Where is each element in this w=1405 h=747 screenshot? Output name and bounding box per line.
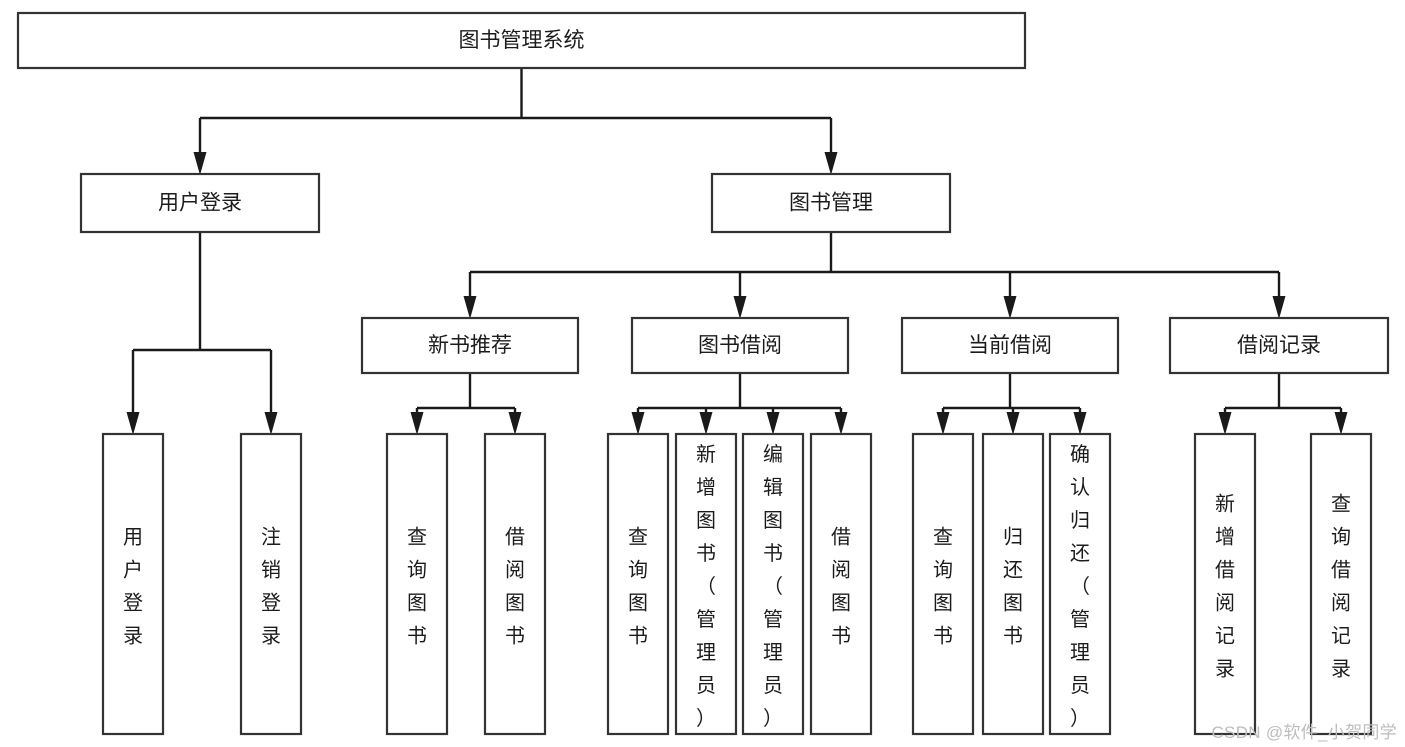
csdn-watermark: CSDN @软件_小贺同学 xyxy=(1211,723,1397,742)
diagram-node[interactable]: 新书推荐 xyxy=(360,316,580,375)
diagram-node[interactable]: 用户登录 xyxy=(101,432,165,736)
node-label: 图书管理系统 xyxy=(459,29,585,52)
arrow-head-icon xyxy=(193,152,207,175)
node-box[interactable] xyxy=(360,316,580,375)
diagram-node[interactable]: 查询图书 xyxy=(385,432,449,736)
node-label: 确认归还（管理员） xyxy=(1070,443,1090,730)
node-box[interactable] xyxy=(1309,432,1373,736)
node-label: 注销登录 xyxy=(261,526,281,648)
diagram-node[interactable]: 查询图书 xyxy=(911,432,975,736)
node-box[interactable] xyxy=(606,432,670,736)
arrow-head-icon xyxy=(936,412,950,435)
arrow-head-icon xyxy=(1218,412,1232,435)
node-box[interactable] xyxy=(239,432,303,736)
diagram-node[interactable]: 图书借阅 xyxy=(630,316,850,375)
arrow-head-icon xyxy=(766,412,780,435)
node-box[interactable] xyxy=(16,11,1027,70)
node-label: 新书推荐 xyxy=(428,334,512,357)
node-box[interactable] xyxy=(1193,432,1257,736)
diagram-node[interactable]: 图书管理系统 xyxy=(16,11,1027,70)
node-box[interactable] xyxy=(101,432,165,736)
arrow-head-icon xyxy=(834,412,848,435)
node-label: 查询借阅记录 xyxy=(1331,493,1351,681)
node-label: 当前借阅 xyxy=(968,334,1052,357)
diagram-node[interactable]: 用户登录 xyxy=(79,172,321,234)
diagram-node[interactable]: 借阅图书 xyxy=(483,432,547,736)
diagram-node[interactable]: 新增借阅记录 xyxy=(1193,432,1257,736)
node-label: 用户登录 xyxy=(123,527,143,648)
diagram-node[interactable]: 新增图书（管理员） xyxy=(674,432,738,736)
node-box[interactable] xyxy=(630,316,850,375)
node-label: 新增图书（管理员） xyxy=(696,443,716,730)
diagram-node[interactable]: 当前借阅 xyxy=(900,316,1120,375)
arrow-head-icon xyxy=(264,412,278,435)
diagram-node[interactable]: 确认归还（管理员） xyxy=(1048,432,1112,736)
node-label: 借阅图书 xyxy=(505,526,525,648)
node-box[interactable] xyxy=(710,172,952,234)
node-box[interactable] xyxy=(1048,432,1112,736)
arrow-head-icon xyxy=(733,296,747,319)
node-label: 新增借阅记录 xyxy=(1215,493,1235,681)
node-label: 图书管理 xyxy=(789,192,873,215)
arrow-head-icon xyxy=(1006,412,1020,435)
diagram-node[interactable]: 借阅记录 xyxy=(1168,316,1390,375)
node-box[interactable] xyxy=(741,432,805,736)
node-label: 查询图书 xyxy=(933,526,953,648)
diagram-node[interactable]: 归还图书 xyxy=(981,432,1045,736)
node-label: 借阅图书 xyxy=(831,526,851,648)
node-label: 借阅记录 xyxy=(1237,334,1321,357)
diagram-node[interactable]: 图书管理 xyxy=(710,172,952,234)
arrow-head-icon xyxy=(699,412,713,435)
node-box[interactable] xyxy=(900,316,1120,375)
arrow-head-icon xyxy=(631,412,645,435)
node-label: 查询图书 xyxy=(407,526,427,648)
node-box[interactable] xyxy=(483,432,547,736)
diagram-node[interactable]: 编辑图书（管理员） xyxy=(741,432,805,736)
diagram-node[interactable]: 注销登录 xyxy=(239,432,303,736)
arrow-head-icon xyxy=(1003,296,1017,319)
node-label: 查询图书 xyxy=(628,526,648,648)
arrow-head-icon xyxy=(1334,412,1348,435)
arrow-head-icon xyxy=(1073,412,1087,435)
diagram-node[interactable]: 查询借阅记录 xyxy=(1309,432,1373,736)
arrow-head-icon xyxy=(824,152,838,175)
node-layer: 图书管理系统用户登录图书管理新书推荐图书借阅当前借阅借阅记录用户登录注销登录查询… xyxy=(16,11,1390,736)
node-box[interactable] xyxy=(79,172,321,234)
node-box[interactable] xyxy=(809,432,873,736)
diagram-node[interactable]: 借阅图书 xyxy=(809,432,873,736)
node-box[interactable] xyxy=(385,432,449,736)
node-label: 图书借阅 xyxy=(698,334,782,357)
arrow-head-icon xyxy=(410,412,424,435)
node-box[interactable] xyxy=(1168,316,1390,375)
node-label: 编辑图书（管理员） xyxy=(763,443,783,730)
arrow-head-icon xyxy=(126,412,140,435)
node-box[interactable] xyxy=(674,432,738,736)
arrow-head-icon xyxy=(463,296,477,319)
diagram-node[interactable]: 查询图书 xyxy=(606,432,670,736)
node-box[interactable] xyxy=(981,432,1045,736)
node-box[interactable] xyxy=(911,432,975,736)
node-label: 归还图书 xyxy=(1003,526,1023,648)
node-label: 用户登录 xyxy=(158,192,242,215)
arrow-head-icon xyxy=(1272,296,1286,319)
connector-layer xyxy=(126,68,1348,435)
arrow-head-icon xyxy=(508,412,522,435)
